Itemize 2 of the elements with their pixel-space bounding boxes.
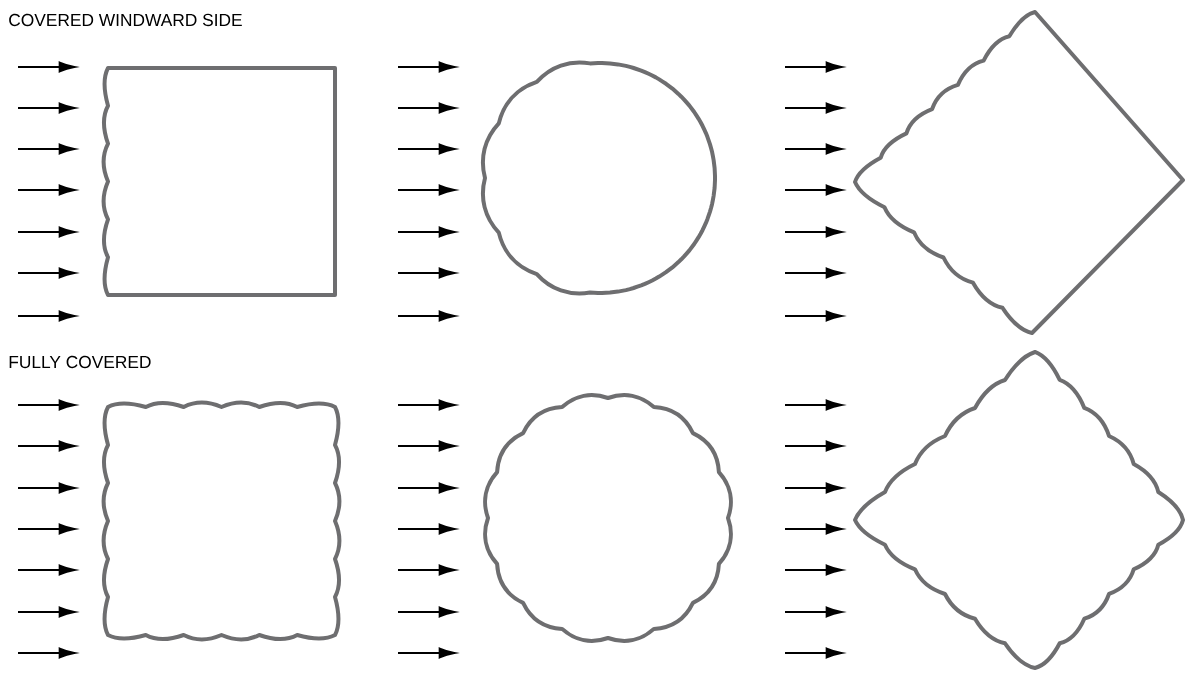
section-heading: COVERED WINDWARD SIDE (9, 13, 242, 27)
section-heading: FULLY COVERED (9, 355, 151, 369)
